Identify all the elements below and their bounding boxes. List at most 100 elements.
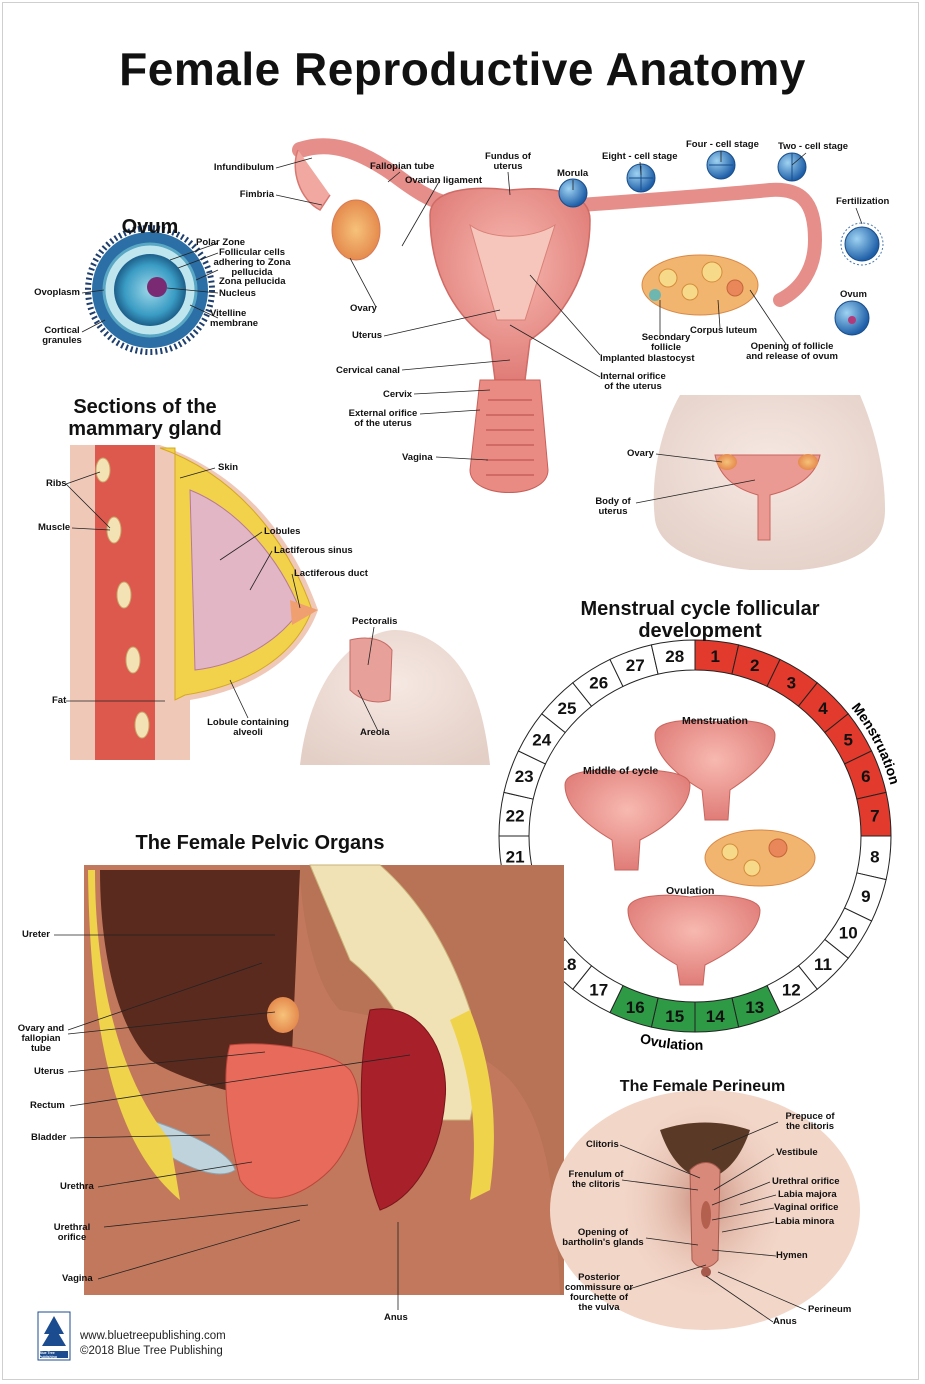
label-ovoplasm: Ovoplasm	[34, 287, 80, 298]
label-prepuce: Prepuce of the clitoris	[785, 1111, 835, 1132]
cycle-day-label-12: 12	[782, 980, 801, 999]
cycle-day-label-5: 5	[844, 731, 853, 750]
label-cervix: Cervix	[383, 389, 413, 400]
label-vaginal-orifice: Vaginal orifice	[774, 1202, 839, 1213]
leader-lines	[54, 151, 863, 1323]
footer-url[interactable]: www.bluetreepublishing.com	[80, 1330, 226, 1342]
cycle-day-label-14: 14	[706, 1007, 725, 1026]
ovulation-arc-label: Ovulation	[639, 1030, 704, 1053]
cycle-day-label-26: 26	[589, 674, 608, 693]
label-ovum-right: Ovum	[840, 289, 867, 300]
label-external-orifice: External orifice of the uterus	[348, 408, 418, 429]
label-fat: Fat	[52, 695, 67, 706]
ovum-heading: Ovum	[121, 216, 179, 238]
label-pelvic-anus: Anus	[384, 1312, 408, 1323]
cycle-day-label-24: 24	[532, 731, 551, 750]
label-cycle-middle: Middle of cycle	[583, 765, 659, 777]
label-urethra: Urethra	[60, 1181, 94, 1192]
cycle-day-label-25: 25	[558, 699, 577, 718]
label-morula: Morula	[557, 168, 589, 179]
label-areola: Areola	[360, 727, 390, 738]
label-clitoris: Clitoris	[586, 1139, 619, 1150]
mammary-gland-diagram	[70, 445, 490, 765]
label-pectoralis: Pectoralis	[352, 616, 398, 627]
label-ovary-tube: Ovary and fallopian tube	[17, 1023, 65, 1054]
cycle-day-label-17: 17	[589, 980, 608, 999]
label-hymen: Hymen	[776, 1250, 808, 1261]
label-ovarian-ligament: Ovarian ligament	[405, 175, 483, 186]
label-two-cell: Two - cell stage	[778, 141, 849, 152]
label-vagina-top: Vagina	[402, 452, 433, 463]
label-muscle: Muscle	[38, 522, 71, 533]
label-fertilization: Fertilization	[836, 196, 890, 207]
label-cortical-granules: Cortical granules	[42, 325, 82, 346]
cycle-day-label-10: 10	[839, 923, 858, 942]
cycle-inner-illustrations	[564, 719, 816, 986]
label-polar-zone: Polar Zone	[196, 237, 246, 248]
cycle-day-label-11: 11	[814, 955, 832, 974]
label-internal-orifice: Internal orifice of the uterus	[600, 371, 666, 392]
label-rectum: Rectum	[30, 1100, 65, 1111]
publisher-logo	[37, 1311, 71, 1361]
label-cycle-menstruation: Menstruation	[682, 715, 748, 727]
label-secondary-follicle: Secondary follicle	[641, 332, 691, 353]
cycle-day-label-23: 23	[515, 767, 534, 786]
label-fundus: Fundus of uterus	[485, 151, 531, 172]
label-posterior-commissure: Posterior commissure or fourchette of th…	[564, 1272, 634, 1313]
label-pelvic-vagina: Vagina	[62, 1273, 93, 1284]
label-fimbria: Fimbria	[239, 189, 274, 200]
footer-copyright: ©2018 Blue Tree Publishing	[80, 1345, 223, 1357]
label-nucleus: Nucleus	[219, 288, 256, 299]
label-vestibule: Vestibule	[776, 1147, 818, 1158]
label-fallopian-tube: Fallopian tube	[370, 161, 435, 172]
label-perineum: Perineum	[808, 1304, 852, 1315]
cycle-segment-day-28	[650, 639, 696, 675]
label-pelvic-uterus: Uterus	[34, 1066, 65, 1077]
label-ribs: Ribs	[46, 478, 67, 489]
cycle-day-label-27: 27	[626, 656, 645, 675]
label-opening-follicle: Opening of follicle and release of ovum	[746, 341, 838, 362]
label-cycle-ovulation: Ovulation	[666, 885, 715, 897]
mammary-heading: Sections of the mammary gland	[68, 396, 222, 440]
label-skin: Skin	[218, 462, 239, 473]
pelvic-organs-diagram	[84, 864, 564, 1295]
label-eight-cell: Eight - cell stage	[602, 151, 678, 162]
cycle-day-label-9: 9	[861, 887, 870, 906]
poster-title: Female Reproductive Anatomy	[119, 43, 806, 95]
label-body-of-uterus: Body of uterus	[595, 496, 631, 517]
label-corpus-luteum: Corpus luteum	[690, 325, 758, 336]
label-infundibulum: Infundibulum	[213, 162, 274, 173]
cycle-day-label-13: 13	[745, 998, 764, 1017]
logo-text: Blue Tree Publishing	[39, 1351, 57, 1359]
cycle-day-label-4: 4	[818, 699, 828, 718]
ovum-cell-diagram	[85, 225, 215, 355]
label-urethral-orifice: Urethral orifice	[53, 1222, 91, 1243]
label-bladder: Bladder	[31, 1132, 67, 1143]
label-labia-majora: Labia majora	[778, 1189, 837, 1200]
label-zona-pellucida: Zona pellucida	[219, 276, 286, 287]
cycle-day-label-3: 3	[787, 674, 796, 693]
cycle-day-label-2: 2	[750, 656, 759, 675]
body-silhouette-uterus	[653, 395, 885, 570]
label-perineum-anus: Anus	[773, 1316, 797, 1327]
cycle-day-label-7: 7	[870, 807, 879, 826]
cycle-day-label-16: 16	[626, 998, 645, 1017]
label-ovary: Ovary	[350, 303, 377, 314]
label-labia-minora: Labia minora	[775, 1216, 835, 1227]
label-lobule-alveoli: Lobule containing alveoli	[207, 717, 289, 738]
label-body-ovary: Ovary	[627, 448, 654, 459]
label-frenulum: Frenulum of the clitoris	[568, 1169, 624, 1190]
label-bartholin: Opening of bartholin's glands	[562, 1227, 644, 1248]
cycle-day-label-15: 15	[665, 1007, 684, 1026]
label-lactiferous-duct: Lactiferous duct	[294, 568, 368, 579]
cycle-day-label-6: 6	[861, 767, 870, 786]
cycle-day-label-28: 28	[665, 647, 684, 666]
cycle-day-label-1: 1	[711, 647, 720, 666]
label-ureter: Ureter	[22, 929, 50, 940]
label-implanted-blastocyst: Implanted blastocyst	[600, 353, 695, 364]
label-perineum-urethral-orifice: Urethral orifice	[772, 1176, 840, 1187]
cycle-day-label-22: 22	[506, 807, 525, 826]
menstrual-heading: Menstrual cycle follicular development	[580, 598, 820, 642]
label-lactiferous-sinus: Lactiferous sinus	[274, 545, 353, 556]
